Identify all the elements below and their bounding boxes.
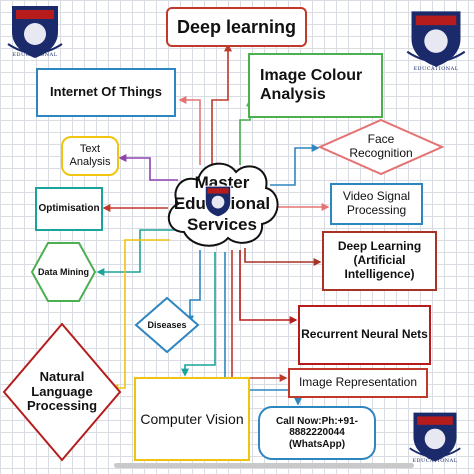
connector-text-analysis [118,154,178,181]
node-image-colour-analysis-label: Image Colour Analysis [260,67,363,103]
connector-computer-vision [181,252,216,377]
node-recurrent-neural-nets[interactable]: Recurrent Neural Nets [298,305,431,365]
node-data-mining[interactable]: Data Mining [30,241,97,303]
node-recurrent-neural-nets-label: Recurrent Neural Nets [301,327,428,342]
node-natural-language-processing[interactable]: Natural Language Processing [2,322,122,462]
node-face-recognition-label: Face Recognition [349,132,413,160]
contact-callout[interactable]: Call Now:Ph:+91-8882220044 (WhatsApp) [258,406,376,460]
connector-diseases [186,250,201,324]
diamond-shape [134,296,200,354]
node-optimisation[interactable]: Optimisation [35,187,103,231]
hexagon-shape [30,242,97,302]
node-data-mining-label: Data Mining [38,266,89,277]
node-image-colour-analysis[interactable]: Image Colour Analysis [248,53,383,118]
emblem-logo-top-right: EDUCATIONAL [403,4,469,74]
center-emblem-icon [202,184,234,218]
node-computer-vision-label: Computer Vision [140,410,244,427]
connector-recurrent [239,250,298,324]
node-internet-of-things-label: Internet Of Things [50,84,162,100]
node-computer-vision[interactable]: Computer Vision [134,377,250,461]
node-image-representation[interactable]: Image Representation [288,368,428,398]
node-optimisation-label: Optimisation [38,203,100,215]
emblem-logo-bottom-right: EDUCATIONAL [406,408,464,466]
node-face-recognition[interactable]: Face Recognition [318,118,444,176]
node-deep-learning-label: Deep learning [176,16,297,37]
node-text-analysis[interactable]: Text Analysis [61,136,119,176]
node-internet-of-things[interactable]: Internet Of Things [36,68,176,117]
contact-callout-label: Call Now:Ph:+91-8882220044 (WhatsApp) [276,415,358,450]
node-natural-language-processing-label: Natural Language Processing [26,368,98,414]
connector-nlp [110,239,170,392]
connector-iot [178,96,201,165]
node-diseases[interactable]: Diseases [134,296,200,354]
connector-face-recognition [270,144,320,186]
center-title-line3: Services [187,214,257,234]
node-image-representation-label: Image Representation [298,375,418,390]
connector-deep-learning [211,43,232,165]
emblem-logo-top-left: EDUCATIONAL [4,4,66,60]
node-text-analysis-label: Text Analysis [69,143,111,168]
emblem-motto: EDUCATIONAL [412,458,458,464]
connector-deep-learning-ai [244,248,322,266]
node-video-signal-processing-label: Video Signal Processing [342,189,411,217]
node-diseases-label: Diseases [147,319,187,330]
emblem-motto: EDUCATIONAL [12,52,58,58]
emblem-motto: EDUCATIONAL [413,66,459,72]
node-deep-learning-ai-label: Deep Learning (Artificial Intelligence) [337,239,422,281]
node-deep-learning-ai[interactable]: Deep Learning (Artificial Intelligence) [322,231,437,291]
diamond-shape [318,118,444,176]
node-deep-learning[interactable]: Deep learning [166,7,307,47]
node-video-signal-processing[interactable]: Video Signal Processing [330,183,423,225]
diamond-shape [2,322,122,462]
connector-data-mining [96,229,175,276]
horizontal-scrollbar[interactable] [114,463,414,468]
center-cloud: Master Educational Services [162,154,282,252]
